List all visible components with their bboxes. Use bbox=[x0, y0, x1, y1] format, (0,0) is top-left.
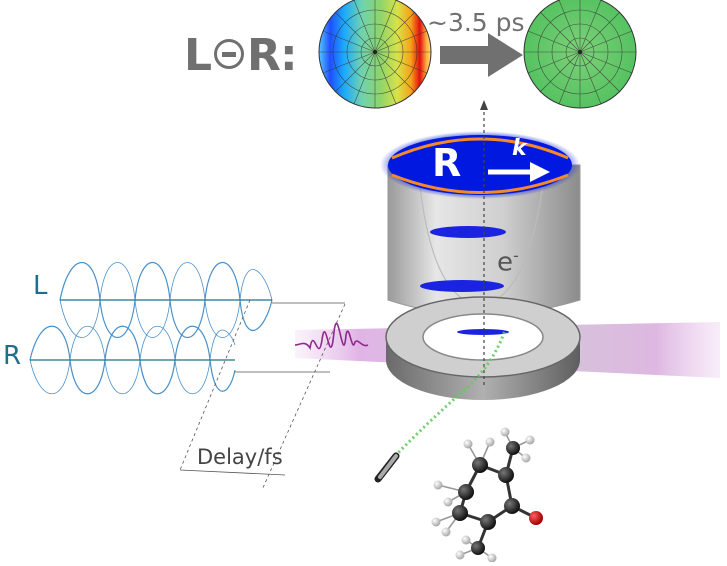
disk-r-label: R bbox=[432, 141, 462, 185]
electron-symbol: e bbox=[497, 247, 513, 278]
delay-label: Delay/fs bbox=[197, 445, 283, 469]
electron-charge: - bbox=[513, 246, 519, 265]
laser-pulse bbox=[294, 322, 369, 351]
arrow-right-icon bbox=[440, 33, 523, 77]
r-letter: R bbox=[247, 30, 281, 81]
l-letter: L bbox=[184, 30, 212, 81]
beam-l-label: L bbox=[33, 271, 48, 301]
z-axis bbox=[480, 100, 488, 385]
detector-disk bbox=[380, 131, 580, 199]
molecule bbox=[431, 427, 543, 563]
pmd-after-plot bbox=[523, 0, 637, 109]
molecular-beam bbox=[374, 329, 507, 483]
minus-circle-icon bbox=[214, 39, 245, 69]
pmd-lr-plot bbox=[318, 0, 432, 109]
electron-label: e- bbox=[497, 248, 519, 276]
helix-l bbox=[59, 261, 273, 339]
wavevector-label: k bbox=[512, 136, 527, 161]
time-label: ~3.5 ps bbox=[427, 8, 525, 37]
helix-r bbox=[29, 325, 236, 395]
wavevector-arrow-icon bbox=[488, 162, 550, 182]
beam-r-label: R bbox=[3, 341, 22, 371]
beam-guide-lines bbox=[179, 299, 346, 491]
detector-ring bbox=[385, 296, 581, 400]
